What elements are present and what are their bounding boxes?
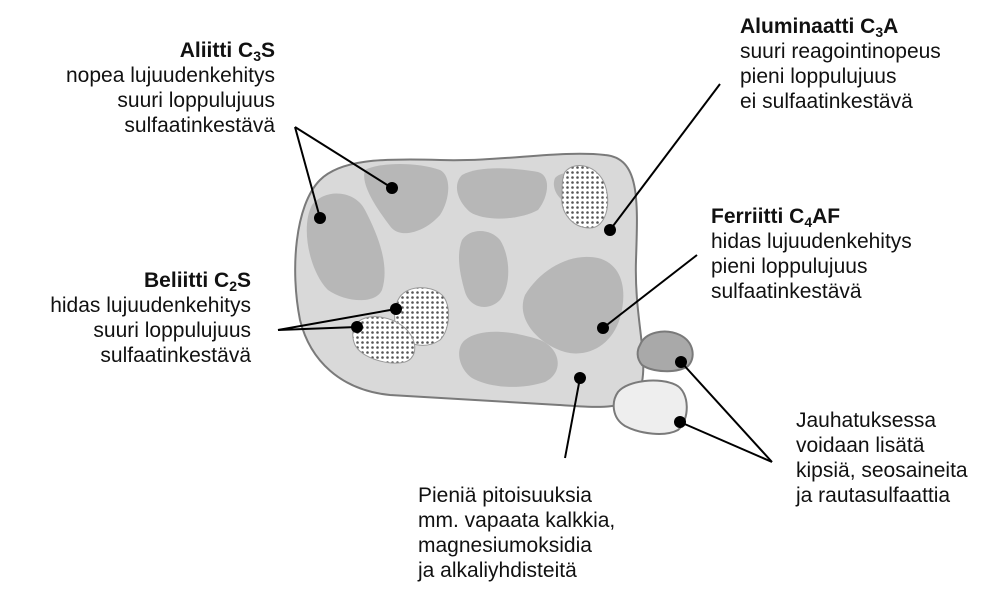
dot-minor — [574, 372, 586, 384]
belite-line-1: hidas lujuudenkehitys — [50, 293, 251, 318]
dot-alite-1 — [314, 212, 326, 224]
dot-grinding-2 — [674, 416, 686, 428]
dot-grinding-1 — [675, 356, 687, 368]
dot-aluminate — [604, 224, 616, 236]
alite-label: Aliitti C3S nopea lujuudenkehitys suuri … — [66, 38, 275, 138]
ferrite-line-2: pieni loppulujuus — [711, 254, 912, 279]
aluminate-label: Aluminaatti C3A suuri reagointinopeus pi… — [740, 14, 941, 114]
grinding-line-1: Jauhatuksessa — [796, 408, 968, 433]
grinding-line-4: ja rautasulfaattia — [796, 483, 968, 508]
belite-line-2: suuri loppulujuus — [50, 318, 251, 343]
alite-title: Aliitti C3S — [66, 38, 275, 63]
grinding-line-2: voidaan lisätä — [796, 433, 968, 458]
leader-grinding-1 — [681, 362, 772, 462]
belite-title: Beliitti C2S — [50, 268, 251, 293]
dot-belite-1 — [390, 303, 402, 315]
aluminate-line-1: suuri reagointinopeus — [740, 39, 941, 64]
belite-label: Beliitti C2S hidas lujuudenkehitys suuri… — [50, 268, 251, 368]
ferrite-title: Ferriitti C4AF — [711, 204, 912, 229]
minor-line-3: magnesiumoksidia — [418, 533, 615, 558]
belite-line-3: sulfaatinkestävä — [50, 343, 251, 368]
alite-crystal-3 — [457, 168, 547, 218]
dot-alite-2 — [386, 182, 398, 194]
minor-line-2: mm. vapaata kalkkia, — [418, 508, 615, 533]
grinding-line-3: kipsiä, seosaineita — [796, 458, 968, 483]
dot-ferrite — [597, 322, 609, 334]
aluminate-line-2: pieni loppulujuus — [740, 64, 941, 89]
ferrite-line-1: hidas lujuudenkehitys — [711, 229, 912, 254]
alite-line-2: suuri loppulujuus — [66, 88, 275, 113]
alite-line-1: nopea lujuudenkehitys — [66, 63, 275, 88]
aluminate-title: Aluminaatti C3A — [740, 14, 941, 39]
ferrite-label: Ferriitti C4AF hidas lujuudenkehitys pie… — [711, 204, 912, 304]
minor-line-4: ja alkaliyhdisteitä — [418, 558, 615, 583]
leader-aluminate — [610, 84, 720, 230]
minor-line-1: Pieniä pitoisuuksia — [418, 483, 615, 508]
alite-line-3: sulfaatinkestävä — [66, 113, 275, 138]
dot-belite-2 — [351, 321, 363, 333]
ferrite-line-3: sulfaatinkestävä — [711, 279, 912, 304]
aluminate-line-3: ei sulfaatinkestävä — [740, 89, 941, 114]
grinding-label: Jauhatuksessa voidaan lisätä kipsiä, seo… — [796, 408, 968, 508]
minor-components-label: Pieniä pitoisuuksia mm. vapaata kalkkia,… — [418, 483, 615, 583]
leader-grinding-2 — [680, 422, 772, 462]
